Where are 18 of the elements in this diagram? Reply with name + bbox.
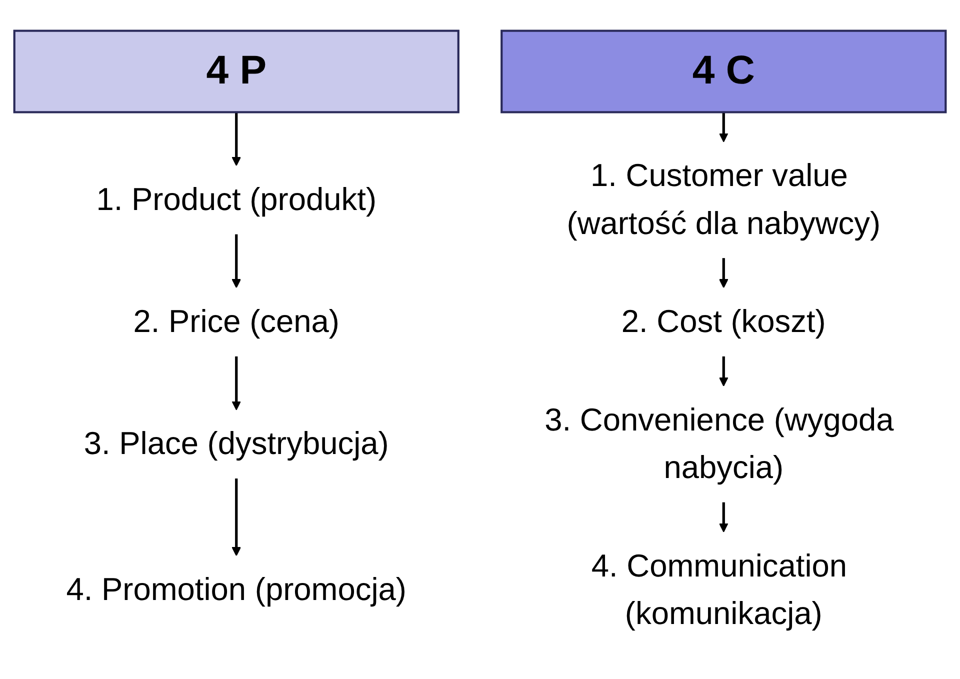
text-label: 2. Price (cena) bbox=[133, 304, 340, 340]
text-label: 4. Promotion (promocja) bbox=[66, 572, 406, 608]
text-label: 1. Customer value (wartość dla nabywcy) bbox=[566, 158, 880, 242]
arrow bbox=[718, 502, 728, 532]
text-label: 3. Place (dystrybucja) bbox=[84, 426, 389, 462]
arrow bbox=[718, 112, 728, 142]
text-label: 4. Communication (komunikacja) bbox=[591, 548, 848, 632]
arrow bbox=[232, 478, 242, 556]
arrow bbox=[232, 234, 242, 288]
text-label: 3. Convenience (wygoda nabycia) bbox=[544, 402, 894, 486]
arrow bbox=[718, 356, 728, 386]
heading-box: 4 P bbox=[13, 30, 460, 114]
arrow bbox=[232, 112, 242, 166]
text-label: 1. Product (produkt) bbox=[96, 182, 376, 218]
arrow bbox=[232, 356, 242, 410]
arrow bbox=[718, 258, 728, 288]
heading-box: 4 C bbox=[500, 30, 947, 114]
text-label: 2. Cost (koszt) bbox=[621, 304, 826, 340]
